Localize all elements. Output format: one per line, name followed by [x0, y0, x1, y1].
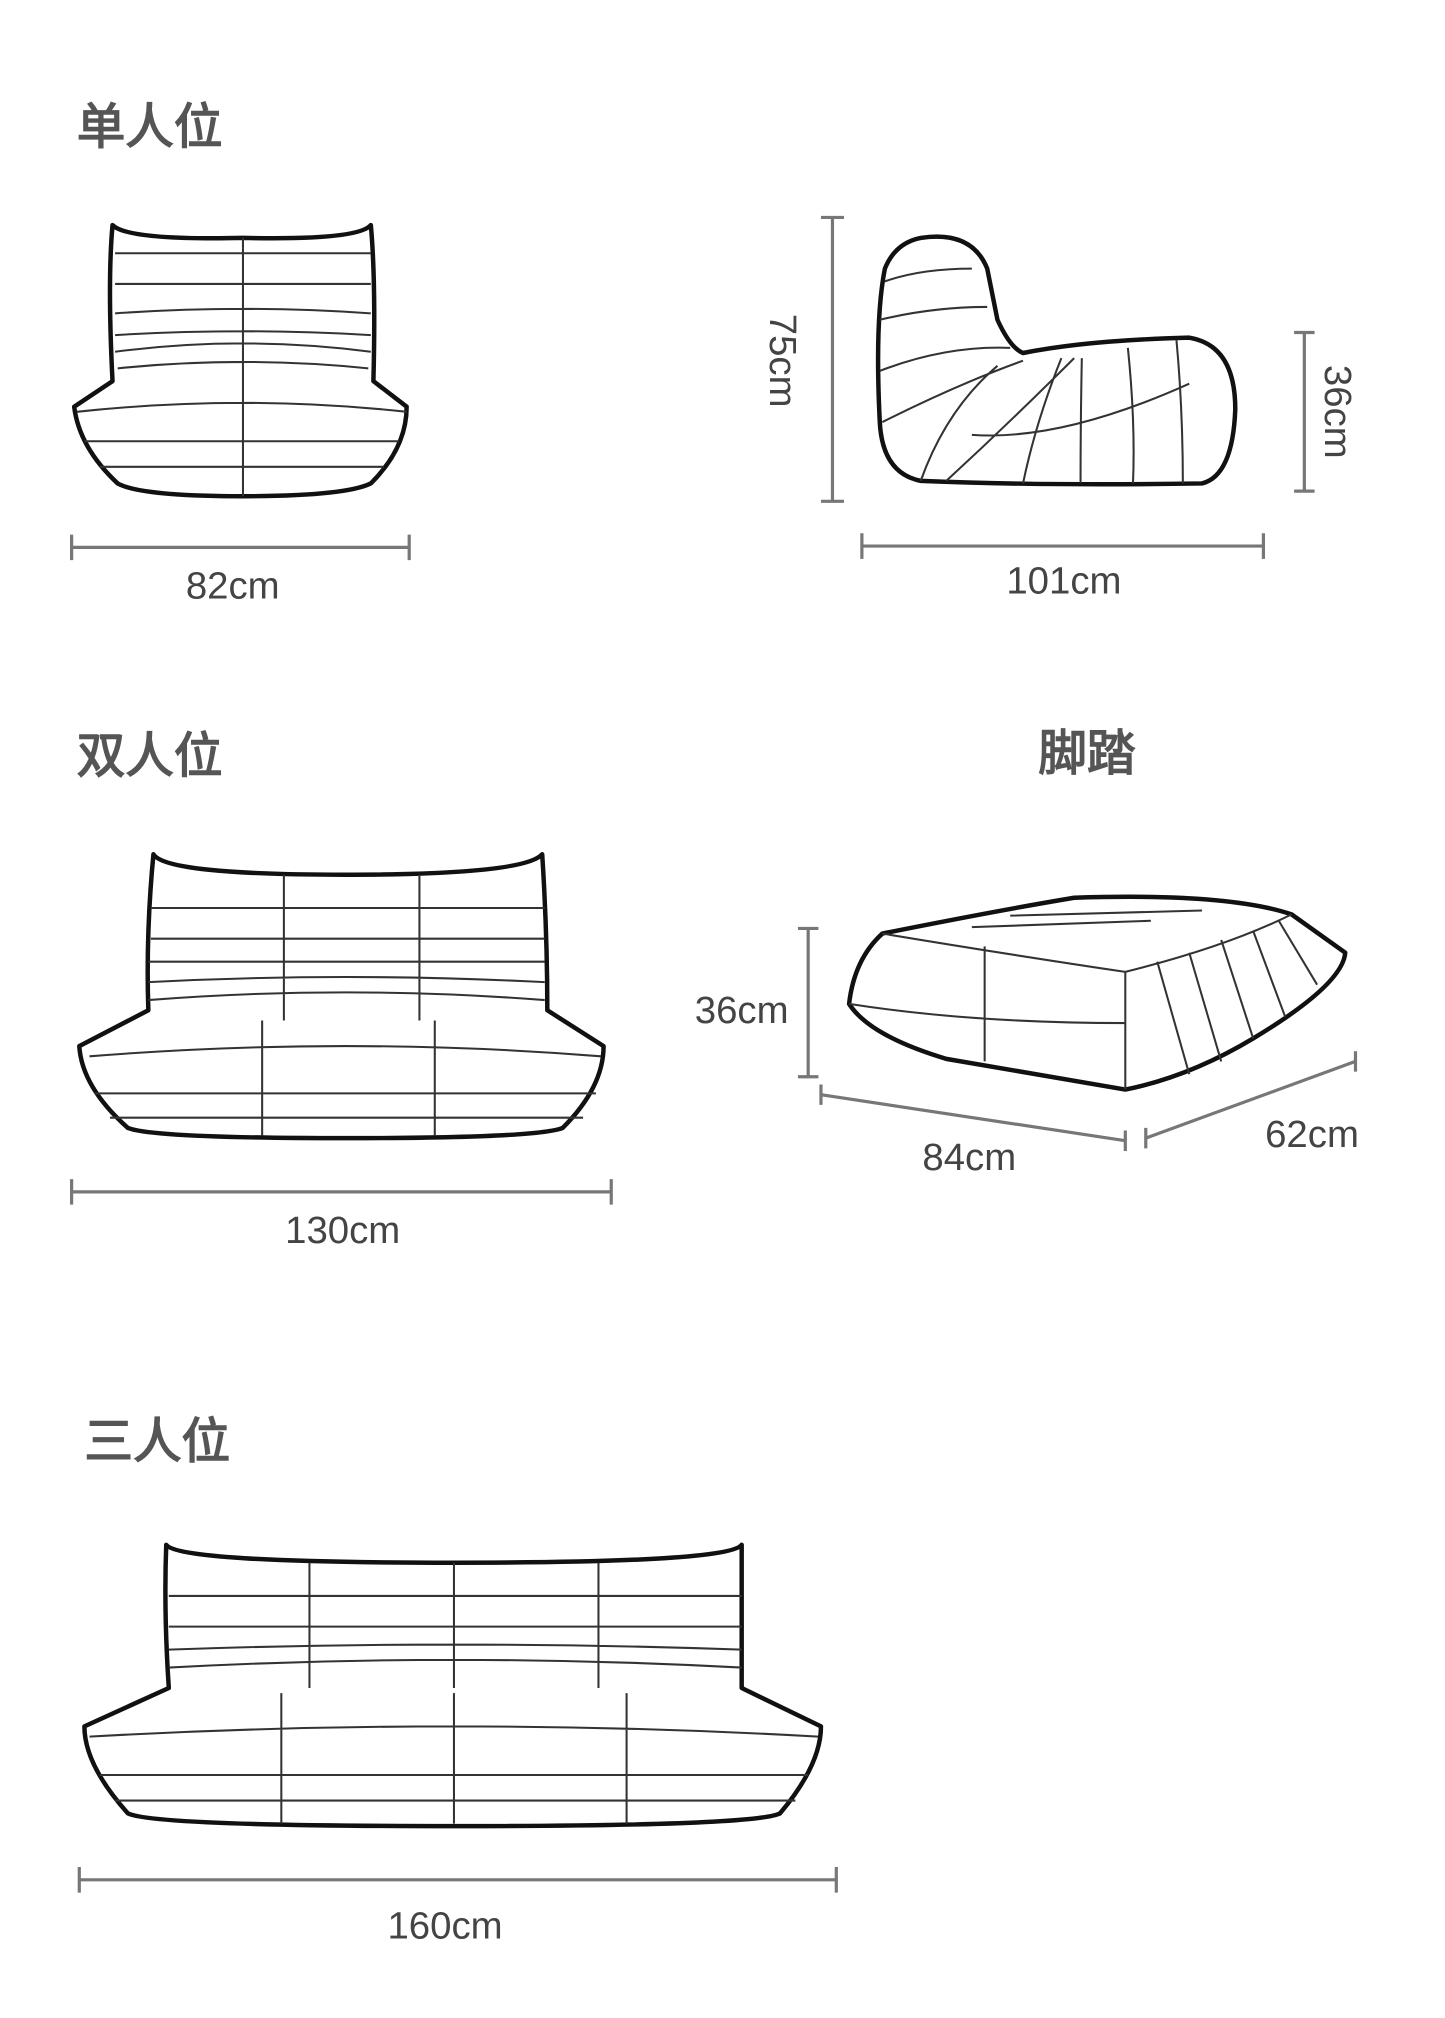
ottoman-height-label: 36cm — [695, 989, 789, 1032]
single-height-ruler — [820, 215, 844, 503]
ottoman-length-label: 84cm — [922, 1136, 1016, 1179]
triple-width-ruler — [77, 1867, 838, 1893]
single-seat-front-drawing — [71, 222, 409, 499]
single-depth-label: 101cm — [1006, 559, 1121, 602]
double-width-label: 130cm — [285, 1209, 400, 1252]
single-height-label: 75cm — [761, 314, 804, 408]
ottoman-drawing — [846, 894, 1348, 1092]
ottoman-width-ruler — [1144, 1051, 1358, 1149]
single-seat-height-ruler — [1294, 330, 1315, 493]
triple-width-label: 160cm — [387, 1905, 502, 1948]
single-seat-side-drawing — [875, 234, 1238, 487]
triple-seat-title: 三人位 — [84, 1414, 230, 1470]
single-seat-title: 单人位 — [77, 99, 223, 155]
single-width-label: 82cm — [186, 565, 280, 608]
single-depth-ruler — [860, 533, 1266, 559]
double-seat-front-drawing — [77, 852, 606, 1141]
ottoman-height-ruler — [797, 926, 819, 1079]
ottoman-width-label: 62cm — [1265, 1113, 1359, 1156]
ottoman-title: 脚踏 — [1038, 726, 1136, 782]
ottoman-length-ruler — [819, 1084, 1127, 1151]
triple-seat-front-drawing — [82, 1542, 824, 1829]
double-seat-title: 双人位 — [77, 728, 223, 784]
double-width-ruler — [70, 1179, 613, 1205]
single-width-ruler — [70, 534, 411, 561]
single-seat-height-label: 36cm — [1316, 365, 1359, 459]
